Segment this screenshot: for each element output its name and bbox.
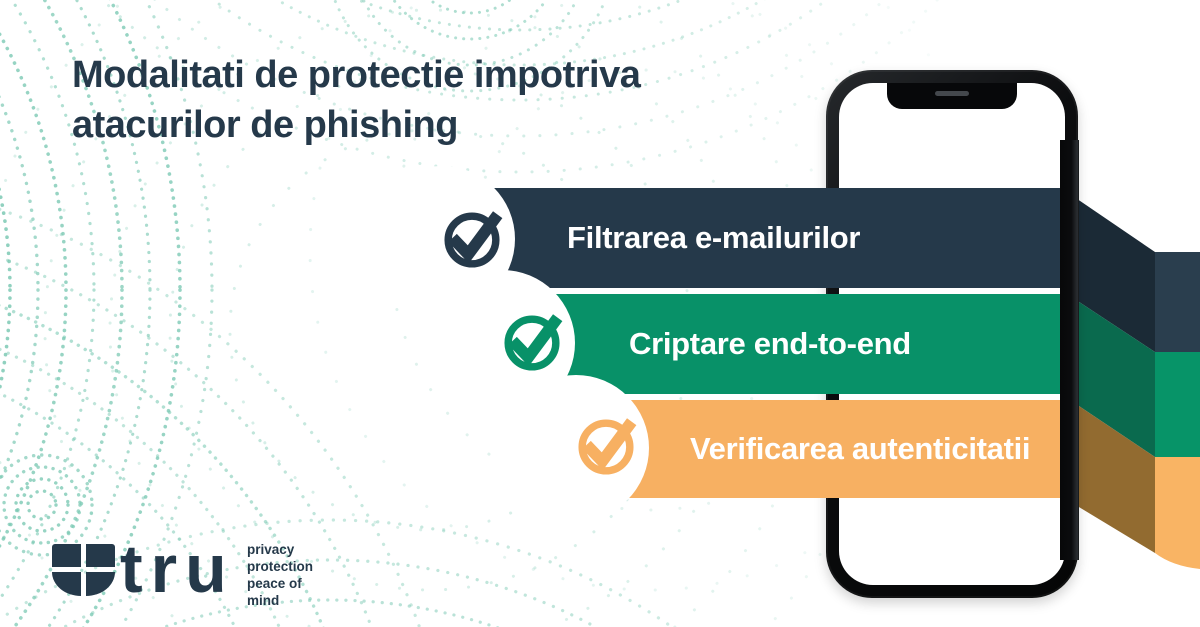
check-bubble [503, 375, 649, 521]
phone-notch-icon [887, 83, 1017, 109]
ribbon-end-navy [1155, 252, 1200, 352]
banner-bar [442, 188, 1070, 288]
page-title-line2: atacurilor de phishing [72, 104, 458, 146]
tagline-line1: privacy [247, 542, 295, 557]
ribbon-fold-green [1064, 292, 1155, 457]
phone-speaker-icon [935, 91, 969, 96]
brand-tagline: privacy protection peace of mind [247, 541, 313, 609]
ribbon-fold-navy [1064, 190, 1155, 352]
check-icon [578, 418, 637, 475]
ribbon-end-orange [1155, 457, 1200, 569]
phone-frame-right-edge [1060, 140, 1079, 560]
banner-bar [576, 400, 1070, 498]
brand-wordmark: tru [120, 531, 235, 607]
shield-quarters-icon [52, 544, 115, 596]
ribbon-end-green [1155, 352, 1200, 457]
ribbon-fold-orange [1064, 396, 1155, 553]
check-icon [444, 211, 503, 268]
tagline-line3: peace of mind [247, 576, 302, 608]
banner-label: Verificarea autenticitatii [690, 431, 1031, 466]
banner-label: Criptare end-to-end [629, 326, 911, 361]
banner-label: Filtrarea e-mailurilor [567, 220, 861, 255]
page-title: Modalitati de protectie impotriva atacur… [72, 50, 641, 150]
check-icon [504, 314, 563, 371]
page-title-line1: Modalitati de protectie impotriva [72, 54, 641, 96]
tagline-line2: protection [247, 559, 313, 574]
